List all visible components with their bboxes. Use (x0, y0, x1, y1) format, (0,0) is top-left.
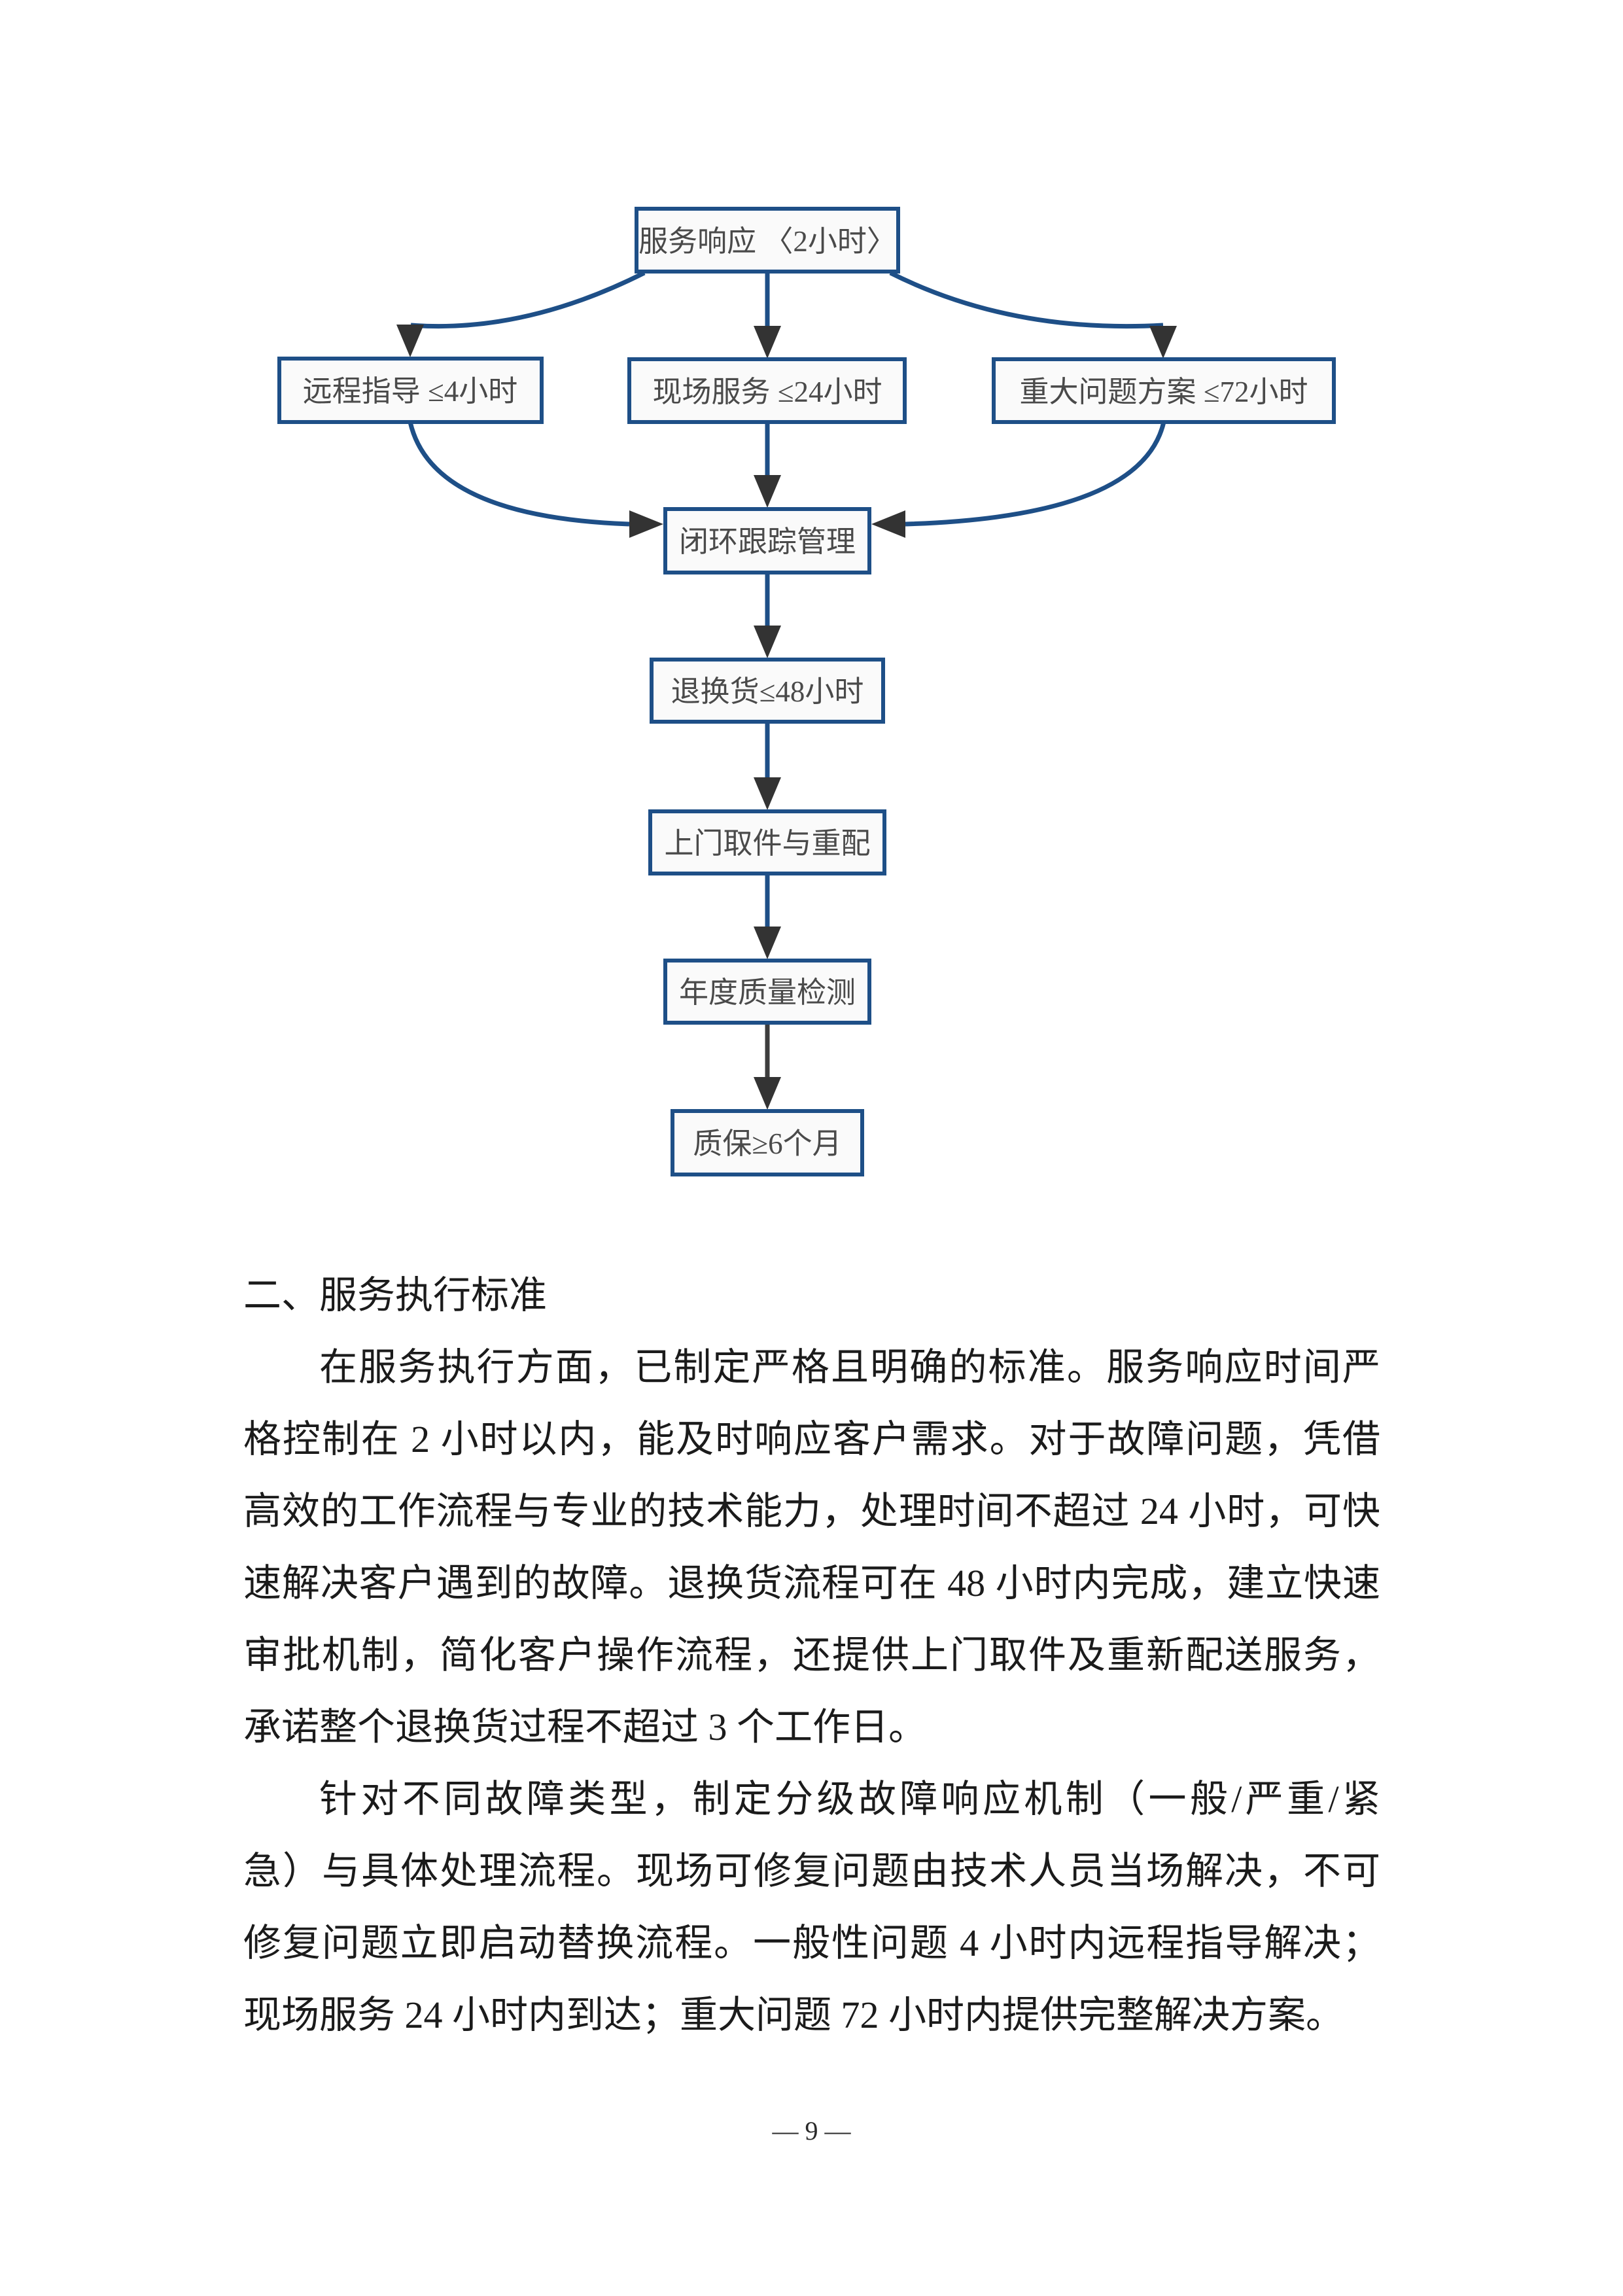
paragraph1-line6: 承诺整个退换货过程不超过 3 个工作日。 (243, 1706, 927, 1748)
svg-text:质保≥6个月: 质保≥6个月 (693, 1127, 841, 1160)
paragraph1-line1: 在服务执行方面，已制定严格且明确的标准。服务响应时间严 (319, 1346, 1380, 1388)
svg-text:退换货≤48小时: 退换货≤48小时 (671, 675, 864, 708)
paragraph1-line4: 速解决客户遇到的故障。退换货流程可在 48 小时内完成，建立快速 (243, 1562, 1380, 1604)
paragraph2-line3: 修复问题立即启动替换流程。一般性问题 4 小时内远程指导解决； (243, 1922, 1380, 1964)
svg-text:远程指导 ≤4小时: 远程指导 ≤4小时 (303, 375, 517, 408)
arrowhead-down-icon (754, 1077, 781, 1110)
flow-node-door-pickup-redelivery: 上门取件与重配 (648, 809, 886, 875)
connector-response-to-remote (410, 270, 646, 329)
arrowhead-down-icon (754, 475, 781, 508)
connector-major-to-loop (905, 421, 1166, 527)
flow-node-service-response: 服务响应 〈2小时〉 (635, 207, 900, 274)
svg-text:服务响应 〈2小时〉: 服务响应 〈2小时〉 (638, 225, 896, 258)
svg-text:现场服务 ≤24小时: 现场服务 ≤24小时 (653, 376, 882, 408)
flow-node-closed-loop-tracking: 闭环跟踪管理 (663, 507, 871, 574)
body-text-block: 二、服务执行标准 在服务执行方面，已制定严格且明确的标准。服务响应时间严 格控制… (243, 1260, 1380, 2051)
arrowhead-down-icon (396, 325, 424, 357)
svg-text:年度质量检测: 年度质量检测 (679, 976, 856, 1009)
paragraph1-line5: 审批机制，简化客户操作流程，还提供上门取件及重新配送服务， (243, 1634, 1380, 1676)
svg-text:重大问题方案 ≤72小时: 重大问题方案 ≤72小时 (1020, 376, 1308, 408)
paragraph2-line2: 急）与具体处理流程。现场可修复问题由技术人员当场解决，不可 (243, 1850, 1380, 1892)
paragraph1-line3: 高效的工作流程与专业的技术能力，处理时间不超过 24 小时，可快 (243, 1490, 1380, 1532)
connector-remote-to-loop (408, 421, 630, 527)
arrowhead-down-icon (1149, 326, 1177, 359)
paragraph2-line1: 针对不同故障类型，制定分级故障响应机制（一般/严重/紧 (319, 1778, 1380, 1820)
flow-node-onsite-service: 现场服务 ≤24小时 (627, 357, 907, 424)
section-heading: 二、服务执行标准 (243, 1274, 548, 1316)
flow-node-remote-guidance: 远程指导 ≤4小时 (277, 357, 544, 424)
arrowhead-down-icon (754, 326, 781, 359)
flow-node-major-issue-plan: 重大问题方案 ≤72小时 (992, 357, 1336, 424)
arrowhead-right-icon (629, 510, 663, 538)
svg-text:上门取件与重配: 上门取件与重配 (664, 827, 870, 860)
flow-node-warranty: 质保≥6个月 (671, 1109, 864, 1176)
flow-node-annual-quality-check: 年度质量检测 (663, 959, 871, 1025)
arrowhead-down-icon (754, 777, 781, 810)
flow-node-return-exchange: 退换货≤48小时 (650, 658, 885, 724)
arrowhead-down-icon (754, 626, 781, 658)
arrowhead-left-icon (871, 510, 905, 538)
page-number: — 9 — (772, 2116, 851, 2146)
connector-response-to-major (889, 270, 1164, 329)
arrowhead-down-icon (754, 927, 781, 959)
paragraph2-line4: 现场服务 24 小时内到达；重大问题 72 小时内提供完整解决方案。 (243, 1994, 1344, 2036)
service-flowchart: 服务响应 〈2小时〉 远程指导 ≤4小时 现场服务 ≤24小时 重大问题方案 ≤… (277, 207, 1336, 1176)
paragraph1-line2: 格控制在 2 小时以内，能及时响应客户需求。对于故障问题，凭借 (243, 1418, 1380, 1460)
svg-text:闭环跟踪管理: 闭环跟踪管理 (679, 525, 856, 558)
